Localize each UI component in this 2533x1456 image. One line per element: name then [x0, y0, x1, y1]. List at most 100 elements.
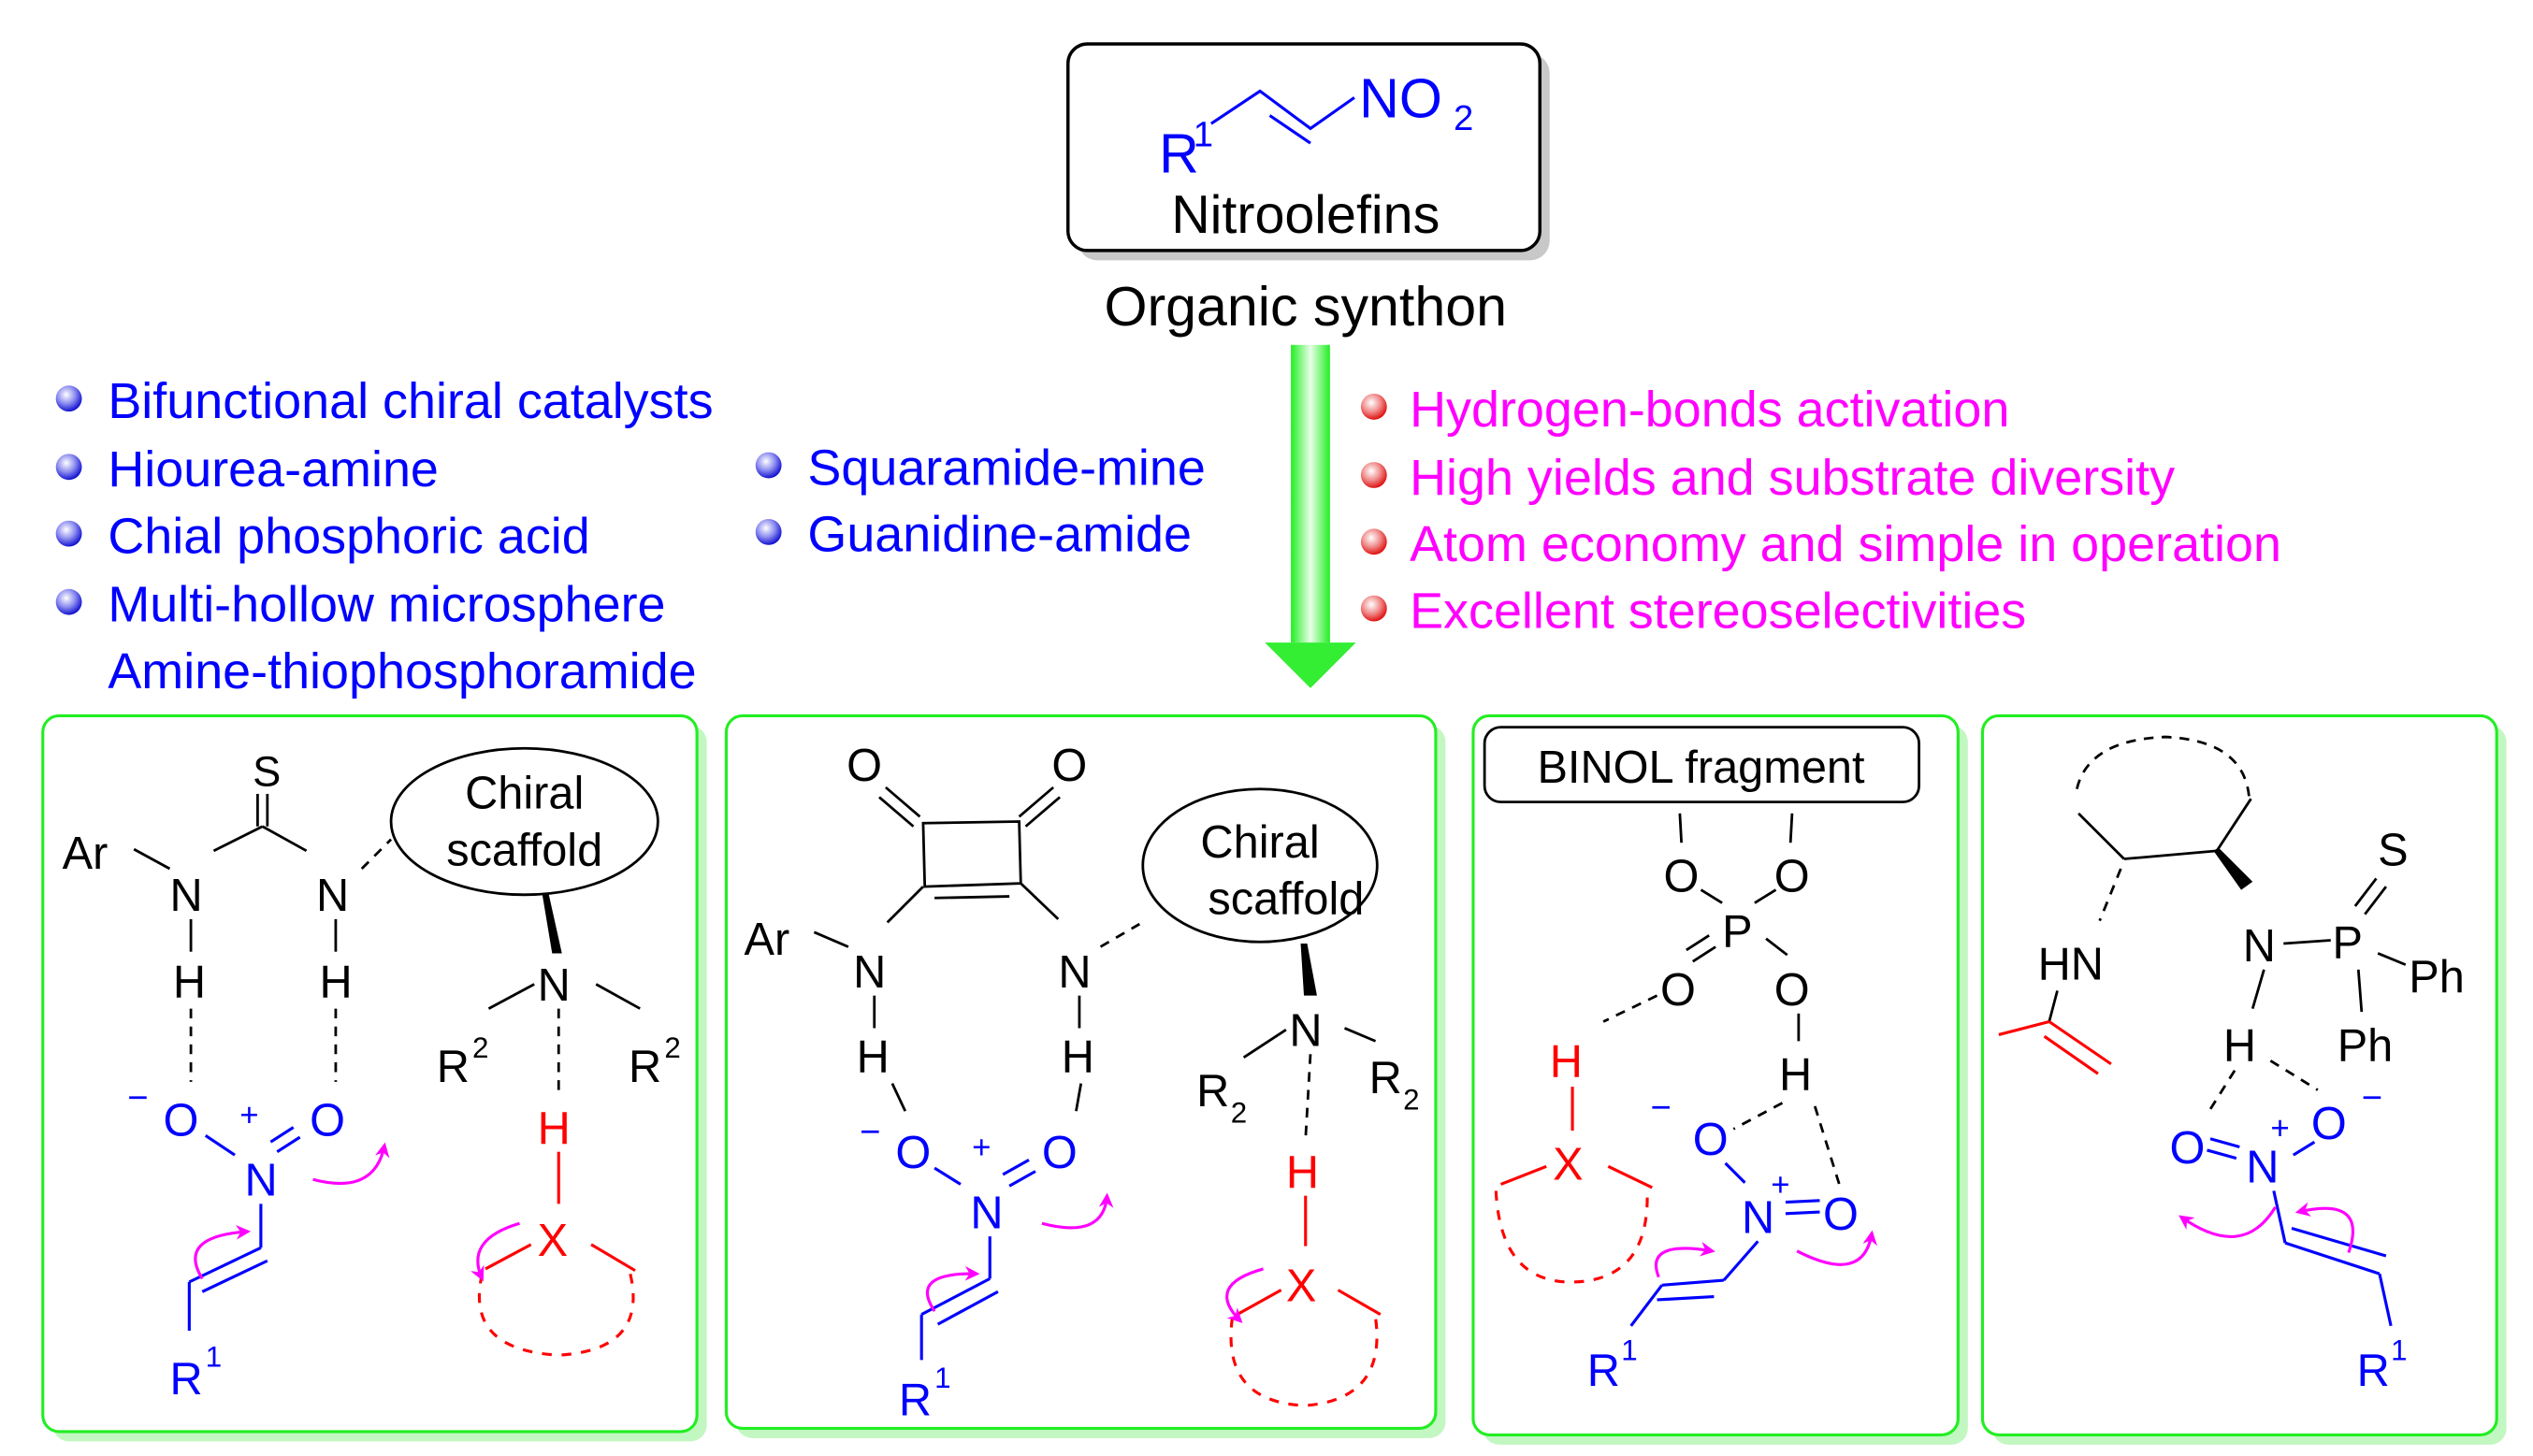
- atom-label: N: [244, 1156, 277, 1206]
- atom-label: R: [1587, 1346, 1620, 1396]
- atom-label: N: [853, 947, 886, 998]
- atom-label: N: [169, 871, 202, 921]
- scaffold-label: scaffold: [1208, 874, 1364, 925]
- atom-label: R: [169, 1354, 202, 1405]
- atom-label: H: [1779, 1050, 1812, 1101]
- atom-label: HN: [2038, 939, 2104, 989]
- atom-label: O: [847, 741, 882, 791]
- atom-label: O: [895, 1128, 931, 1178]
- atom-label: Ph: [2338, 1020, 2394, 1071]
- atom-label: O: [2170, 1123, 2206, 1174]
- atom-label: O: [1663, 851, 1699, 901]
- atom-label: S: [253, 747, 281, 795]
- atom-label: R: [629, 1042, 661, 1092]
- bullet-icon: [55, 385, 82, 412]
- list-item: Multi-hollow microsphere Amine-thiophosp…: [55, 577, 697, 699]
- list-item-text: Hiourea-amine: [108, 441, 439, 497]
- nitro-label: NO: [1359, 66, 1442, 129]
- list-item: Squaramide-mine: [755, 440, 1206, 496]
- bullet-icon: [1360, 462, 1387, 488]
- list-item-text: Bifunctional chiral catalysts: [108, 373, 713, 429]
- list-item: Atom economy and simple in operation: [1360, 516, 2281, 572]
- list-item-text: Hydrogen-bonds activation: [1410, 382, 2009, 438]
- molecule-label: Nitroolefins: [1171, 185, 1440, 245]
- atom-label: 1: [206, 1340, 222, 1373]
- charge-label: −: [860, 1112, 880, 1152]
- atom-label: 2: [1231, 1096, 1247, 1129]
- atom-label: 1: [934, 1362, 950, 1394]
- atom-label: R: [899, 1376, 932, 1426]
- atom-label: R: [1369, 1053, 1402, 1103]
- atom-label: N: [1289, 1006, 1322, 1057]
- atom-label: R: [437, 1042, 470, 1092]
- scaffold-label: Chiral: [465, 769, 584, 819]
- charge-label: +: [239, 1098, 258, 1133]
- list-item-text: Chial phosphoric acid: [108, 508, 589, 564]
- atom-label: O: [1051, 741, 1087, 791]
- nitroolefin-box: R 1 NO 2 Nitroolefins: [1066, 42, 1550, 261]
- list-item-text: Guanidine-amide: [807, 507, 1192, 563]
- atom-label: 2: [472, 1031, 488, 1064]
- bullet-icon: [55, 520, 82, 547]
- bullet-icon: [1360, 528, 1387, 555]
- r-group-superscript: 1: [1194, 115, 1213, 155]
- atom-label: O: [1774, 851, 1810, 901]
- atom-label: H: [320, 957, 353, 1007]
- atom-label: H: [1550, 1037, 1583, 1088]
- atom-label: O: [164, 1095, 199, 1146]
- list-item: High yields and substrate diversity: [1360, 450, 2175, 506]
- list-item-text: High yields and substrate diversity: [1410, 450, 2175, 506]
- bullet-icon: [755, 518, 782, 545]
- panel-thiourea-amine: S Ar N N H H Chiral scaffold N R 2 R 2 H…: [41, 714, 707, 1442]
- charge-label: +: [1771, 1168, 1789, 1204]
- list-item: Chial phosphoric acid: [55, 508, 590, 564]
- atom-label: P: [2332, 918, 2363, 969]
- list-item-text: Atom economy and simple in operation: [1410, 516, 2281, 572]
- list-item-text: Excellent stereoselectivities: [1410, 584, 2026, 640]
- atom-label: O: [1660, 965, 1696, 1016]
- down-arrow-icon: [1265, 344, 1356, 688]
- list-item: Hydrogen-bonds activation: [1360, 382, 2009, 438]
- panel-chiral-phosphoric-acid: BINOL fragment O O P O O H H X − O N + O…: [1471, 714, 1968, 1445]
- atom-label: R: [2357, 1346, 2390, 1396]
- atom-label: R: [1196, 1066, 1229, 1117]
- charge-label: −: [1651, 1088, 1672, 1128]
- nitroolefin-bonds: [1209, 89, 1355, 131]
- list-item: Excellent stereoselectivities: [1360, 584, 2026, 640]
- panel-squaramide-amine: O O Ar N N H H Chiral scaffold N R 2 R 2…: [724, 714, 1446, 1438]
- atom-label: 2: [664, 1031, 680, 1064]
- atom-label: 1: [2391, 1333, 2407, 1366]
- atom-label: O: [2311, 1099, 2347, 1149]
- bullet-icon: [55, 588, 82, 615]
- list-item: Hiourea-amine: [55, 441, 439, 497]
- bullet-icon: [1360, 393, 1387, 420]
- chiral-scaffold-ellipse: [389, 746, 659, 897]
- binol-label: BINOL fragment: [1537, 742, 1865, 793]
- atom-label: N: [2243, 921, 2276, 972]
- r-group-label: R: [1159, 122, 1199, 184]
- atom-label: H: [538, 1103, 571, 1154]
- scaffold-label: Chiral: [1200, 817, 1319, 868]
- list-item-text: Squaramide-mine: [807, 440, 1205, 496]
- atom-label: Ph: [2409, 952, 2465, 1002]
- charge-label: −: [2362, 1077, 2382, 1117]
- bullet-icon: [755, 452, 782, 479]
- atom-label: H: [173, 957, 206, 1007]
- atom-label: H: [857, 1031, 890, 1082]
- advantages-list: Hydrogen-bonds activation High yields an…: [1360, 382, 2281, 640]
- synthon-label: Organic synthon: [1104, 275, 1507, 338]
- atom-label: O: [1823, 1189, 1859, 1240]
- atom-label: X: [1286, 1261, 1317, 1312]
- atom-label: H: [1286, 1147, 1319, 1198]
- bullet-icon: [55, 454, 82, 481]
- charge-label: +: [972, 1131, 991, 1166]
- atom-label: H: [2223, 1020, 2256, 1071]
- list-item: Guanidine-amide: [755, 507, 1192, 563]
- atom-label: Ar: [745, 915, 790, 965]
- atom-label: H: [1062, 1031, 1094, 1082]
- atom-label: S: [2378, 826, 2409, 876]
- atom-label: Ar: [63, 829, 109, 879]
- atom-label: N: [538, 960, 571, 1011]
- scaffold-label: scaffold: [446, 826, 602, 876]
